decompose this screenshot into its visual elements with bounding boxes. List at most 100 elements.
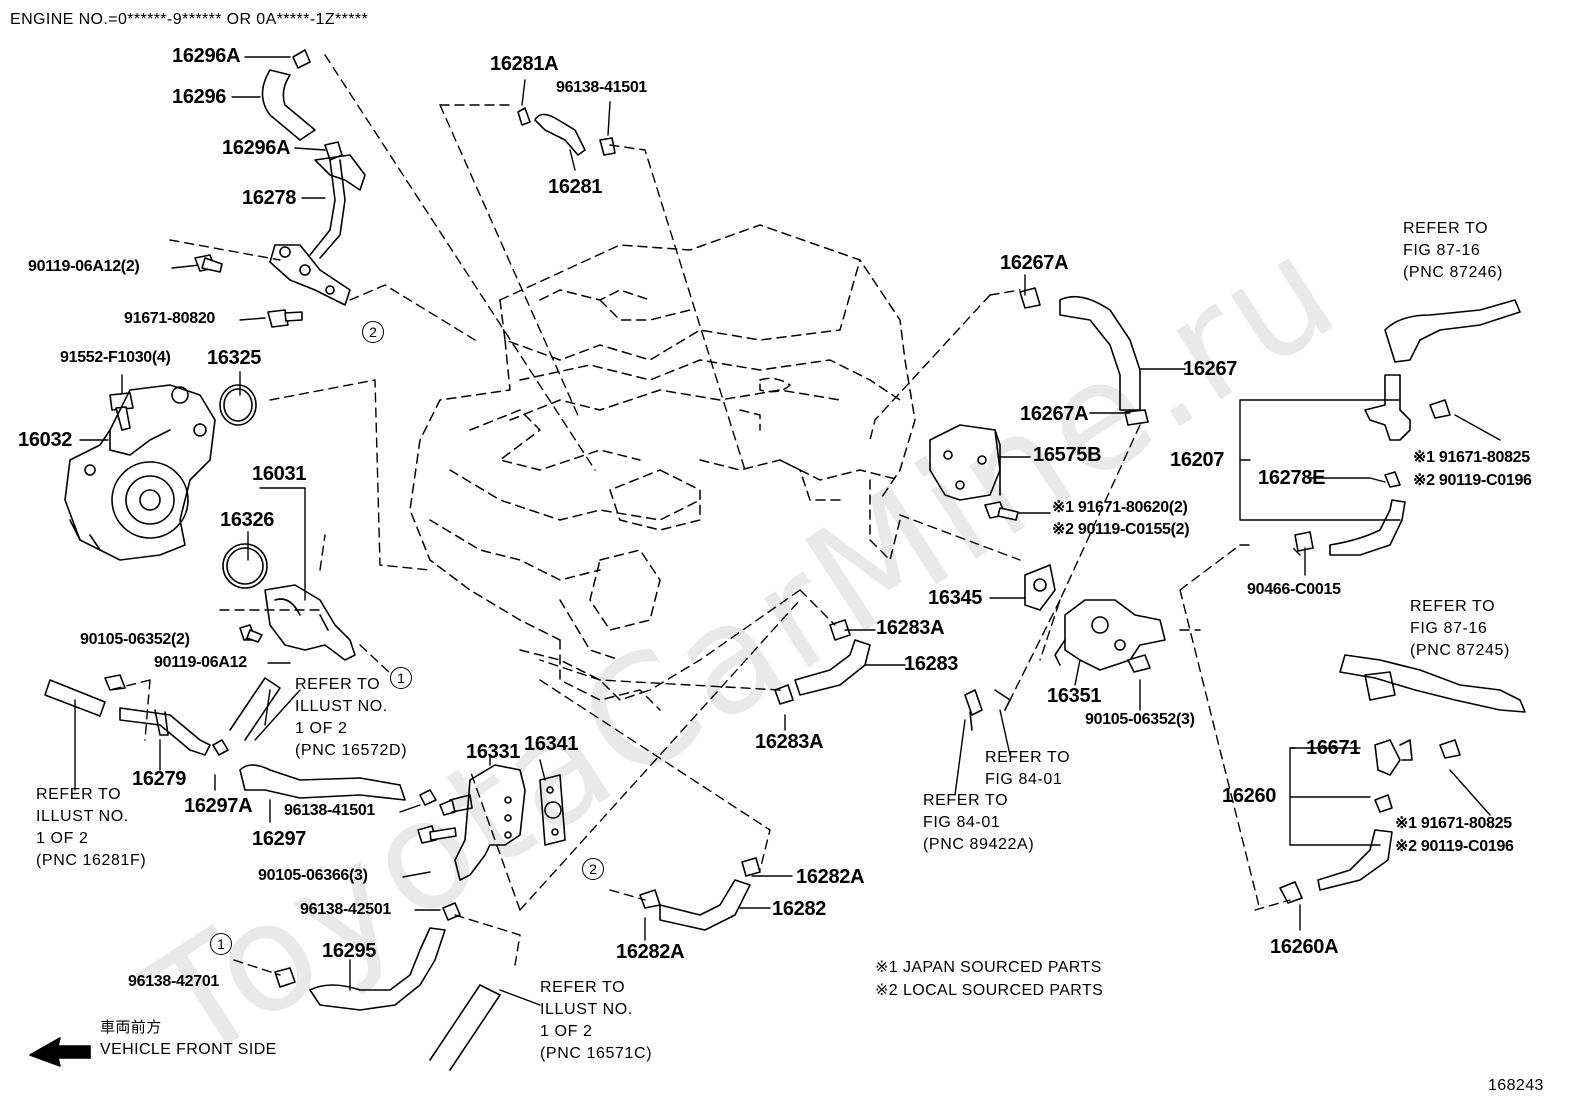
part-label[interactable]: ※1 91671-80825: [1395, 815, 1512, 832]
reference-note[interactable]: REFER TO ILLUST NO. 1 OF 2 (PNC 16572D): [295, 674, 407, 762]
ref-line: ILLUST NO.: [295, 698, 388, 715]
part-label[interactable]: 16325: [207, 347, 262, 369]
part-label[interactable]: 16278E: [1258, 467, 1326, 489]
note-japan-sourced: ※1 JAPAN SOURCED PARTS: [875, 959, 1102, 976]
sensor-89422a: [964, 689, 1011, 731]
hose-16295: [274, 927, 446, 1011]
water-inlet-16351: [1054, 599, 1166, 671]
reference-note[interactable]: REFER TO ILLUST NO. 1 OF 2 (PNC 16281F): [36, 784, 146, 872]
thermostat-housing-16031: [264, 584, 356, 661]
part-label[interactable]: 16671: [1306, 737, 1361, 759]
figure-id: 168243: [1488, 1077, 1544, 1094]
note-local-sourced: ※2 LOCAL SOURCED PARTS: [875, 982, 1104, 999]
part-label[interactable]: 16351: [1047, 685, 1102, 707]
assembly-lines: [109, 54, 1301, 976]
gasket-16326-inner: [226, 547, 264, 585]
part-label[interactable]: 16267A: [1020, 403, 1089, 425]
ref-line: 1 OF 2: [36, 830, 89, 847]
part-label[interactable]: 16331: [466, 741, 521, 763]
part-label[interactable]: 16345: [928, 587, 983, 609]
part-label[interactable]: 16296A: [222, 137, 291, 159]
part-label[interactable]: 16278: [242, 187, 297, 209]
front-arrow: [29, 1037, 91, 1067]
ref-line: REFER TO: [295, 676, 381, 693]
bolt-91671-80620: [984, 501, 1019, 521]
water-outlet-16331: [439, 764, 526, 881]
part-label[interactable]: ※1 91671-80620(2): [1052, 499, 1188, 516]
bolt-90119-06a12: [194, 254, 223, 273]
reference-note[interactable]: REFER TO FIG 84-01: [985, 747, 1070, 791]
part-label[interactable]: 16283A: [755, 731, 824, 753]
part-label[interactable]: 16326: [220, 509, 275, 531]
part-label[interactable]: 16295: [322, 940, 377, 962]
engine-number-header: ENGINE NO.=0******-9****** OR 0A*****-1Z…: [10, 11, 369, 28]
leader-lines: [74, 56, 1501, 1006]
part-label[interactable]: 90105-06352(2): [80, 631, 190, 648]
front-side-jp: 車両前方: [100, 1018, 162, 1036]
reference-note[interactable]: REFER TO FIG 84-01 (PNC 89422A): [923, 790, 1034, 856]
ref-line: (PNC 16571C): [540, 1045, 653, 1062]
bracket-16278: [269, 154, 366, 306]
ref-line: REFER TO: [923, 792, 1009, 809]
bracket-16575b: [929, 424, 1001, 501]
part-label[interactable]: 96138-42701: [128, 973, 220, 990]
part-label[interactable]: 16031: [252, 463, 307, 485]
part-label[interactable]: 16575B: [1033, 444, 1102, 466]
pipe-16571C-ref: [429, 984, 501, 1071]
pipe-16281F-ref: [44, 679, 106, 717]
part-label[interactable]: 16296A: [172, 45, 241, 67]
part-label[interactable]: ※1 91671-80825: [1413, 449, 1530, 466]
hose-16282: [639, 857, 761, 931]
part-label[interactable]: 16207: [1170, 449, 1225, 471]
ref-line: (PNC 89422A): [923, 836, 1035, 853]
part-label[interactable]: 16267: [1183, 358, 1238, 380]
part-label[interactable]: 16279: [132, 768, 187, 790]
part-label[interactable]: 96138-41501: [284, 802, 376, 819]
part-label[interactable]: 90119-06A12: [154, 654, 247, 671]
part-label[interactable]: 90119-06A12(2): [28, 258, 140, 275]
part-label[interactable]: 96138-42501: [300, 901, 392, 918]
marker-circle-1: 1: [210, 933, 232, 955]
reference-note[interactable]: REFER TO FIG 87-16 (PNC 87246): [1403, 218, 1503, 284]
part-label[interactable]: 16297A: [184, 795, 253, 817]
ref-line: FIG 87-16: [1403, 242, 1481, 259]
part-label[interactable]: 91552-F1030(4): [60, 349, 171, 366]
part-label[interactable]: ※2 90119-C0196: [1413, 472, 1532, 489]
part-label[interactable]: 16282A: [616, 941, 685, 963]
reference-note[interactable]: REFER TO ILLUST NO. 1 OF 2 (PNC 16571C): [540, 977, 652, 1065]
part-label[interactable]: 16341: [524, 733, 579, 755]
part-label[interactable]: 16282A: [796, 866, 865, 888]
ref-line: (PNC 87246): [1403, 264, 1503, 281]
part-label[interactable]: 16297: [252, 828, 307, 850]
part-label[interactable]: 16281A: [490, 53, 559, 75]
bolt-90105-06352-3: [1127, 654, 1151, 673]
reference-note[interactable]: REFER TO FIG 87-16 (PNC 87245): [1410, 596, 1510, 662]
part-label[interactable]: 16283A: [876, 617, 945, 639]
gasket-16345: [1024, 564, 1056, 611]
part-label[interactable]: 90105-06352(3): [1085, 711, 1195, 728]
part-label[interactable]: ※2 90119-C0196: [1395, 838, 1514, 855]
part-label[interactable]: ※2 90119-C0155(2): [1052, 521, 1190, 538]
clamp-96138-42501: [442, 902, 461, 921]
ref-line: REFER TO: [36, 786, 122, 803]
part-label[interactable]: 96138-41501: [556, 79, 648, 96]
part-label[interactable]: 90466-C0015: [1247, 581, 1341, 598]
ref-line: 1 OF 2: [540, 1023, 593, 1040]
marker-circle-1: 1: [390, 667, 412, 689]
part-label[interactable]: 16260: [1222, 785, 1277, 807]
ref-line: (PNC 87245): [1410, 642, 1510, 659]
part-label[interactable]: 16281: [548, 176, 603, 198]
engine-block: [409, 224, 916, 711]
part-label[interactable]: 90105-06366(3): [258, 867, 368, 884]
part-label[interactable]: 16260A: [1270, 936, 1339, 958]
part-label[interactable]: 16032: [18, 429, 73, 451]
part-label[interactable]: 91671-80820: [124, 310, 216, 327]
bolt-91671-80820: [267, 309, 303, 328]
part-label[interactable]: 16267A: [1000, 252, 1069, 274]
ref-line: FIG 87-16: [1410, 620, 1488, 637]
part-label[interactable]: 16282: [772, 898, 827, 920]
part-label[interactable]: 16296: [172, 86, 227, 108]
part-label[interactable]: 16283: [904, 653, 959, 675]
hose-16283: [774, 619, 871, 705]
ref-line: (PNC 16572D): [295, 742, 408, 759]
